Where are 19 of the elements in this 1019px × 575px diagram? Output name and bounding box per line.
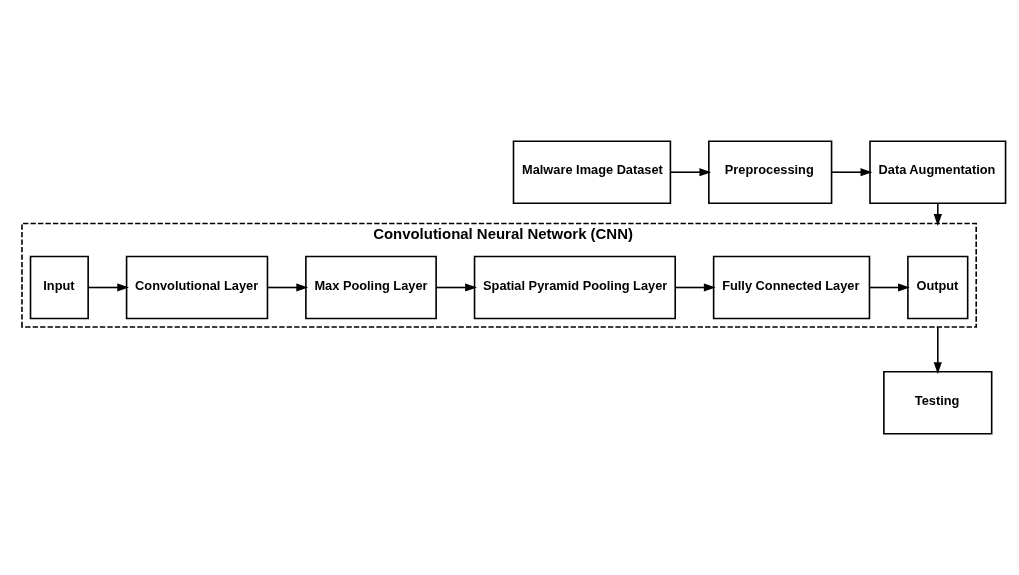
node-box: Fully Connected Layer (712, 255, 871, 320)
node-box: Output (907, 255, 969, 320)
node-box: Max Pooling Layer (305, 255, 437, 320)
node-box: Data Augmentation (869, 140, 1007, 204)
arrow (669, 168, 712, 177)
node-box: Testing (883, 371, 993, 435)
arrow (830, 168, 873, 177)
node-box: Malware Image Dataset (512, 140, 672, 204)
node-box: Convolutional Layer (125, 255, 269, 320)
arrow (674, 283, 716, 292)
arrow (266, 283, 309, 292)
node-box: Input (29, 255, 89, 320)
arrow (933, 202, 942, 226)
arrow (435, 283, 477, 292)
arrow (868, 283, 910, 292)
arrow (87, 283, 129, 292)
node-box: Preprocessing (708, 140, 833, 204)
arrow (933, 326, 942, 374)
node-box: Spatial Pyramid Pooling Layer (473, 255, 676, 320)
